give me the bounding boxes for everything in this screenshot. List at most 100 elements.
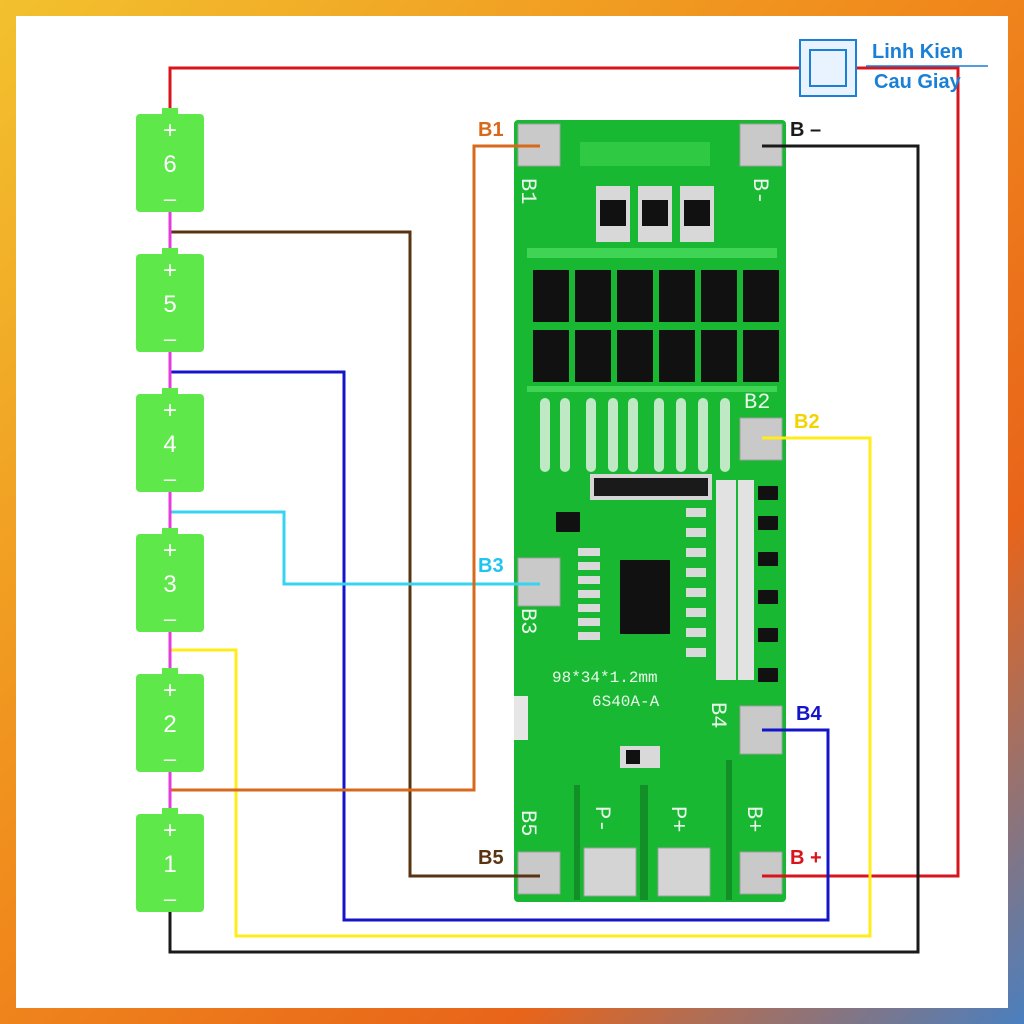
pad-p-plus bbox=[657, 847, 711, 897]
shunt-resistor-body bbox=[600, 200, 626, 226]
smd-capacitor bbox=[686, 508, 706, 517]
wire-orange-b1 bbox=[170, 144, 540, 792]
battery-minus-sign: – bbox=[164, 186, 177, 211]
protection-ic bbox=[620, 560, 670, 634]
mosfet bbox=[575, 270, 611, 322]
silk-b5: B5 bbox=[515, 810, 540, 836]
battery-cell-number: 1 bbox=[163, 851, 176, 878]
silk-b1: B1 bbox=[515, 178, 540, 204]
mosfet bbox=[701, 270, 737, 322]
label-b3: B3 bbox=[478, 555, 504, 577]
mosfet-small bbox=[758, 590, 778, 604]
pcb-trace bbox=[527, 386, 777, 392]
resistor-column bbox=[738, 480, 754, 680]
mosfet bbox=[533, 330, 569, 382]
battery-plus-sign: + bbox=[163, 677, 177, 704]
battery-terminal-icon bbox=[162, 808, 178, 816]
battery-cell-number: 5 bbox=[163, 291, 176, 318]
mosfet bbox=[659, 330, 695, 382]
smd-resistor bbox=[578, 576, 600, 584]
pcb-model: 6S40A-A bbox=[592, 693, 660, 711]
battery-cell-3: +3 – bbox=[136, 528, 204, 632]
copper-strip bbox=[628, 398, 638, 472]
mosfet bbox=[617, 270, 653, 322]
mosfet bbox=[575, 330, 611, 382]
balance-connector-pins bbox=[594, 478, 708, 496]
pad-b3 bbox=[517, 557, 561, 607]
mosfet bbox=[659, 270, 695, 322]
smd-capacitor bbox=[686, 568, 706, 577]
logo-line2: Cau Giay bbox=[874, 71, 962, 93]
smd-resistor bbox=[578, 618, 600, 626]
battery-cell-number: 3 bbox=[163, 571, 176, 598]
smd-capacitor bbox=[686, 608, 706, 617]
pcb-slot bbox=[726, 760, 732, 900]
silk-b-plus: B+ bbox=[741, 806, 766, 832]
smd-resistor bbox=[578, 632, 600, 640]
shunt-resistor-body bbox=[642, 200, 668, 226]
resistor-column bbox=[716, 480, 736, 680]
battery-body bbox=[136, 674, 204, 772]
battery-cell-6: +6 – bbox=[136, 108, 204, 212]
label-b-plus: B + bbox=[790, 847, 822, 869]
battery-terminal-icon bbox=[162, 528, 178, 536]
battery-plus-sign: + bbox=[163, 537, 177, 564]
smd-resistor bbox=[578, 562, 600, 570]
battery-cell-4: +4– bbox=[136, 388, 204, 492]
smd-capacitor bbox=[686, 548, 706, 557]
silk-b3: B3 bbox=[515, 608, 540, 634]
battery-body bbox=[136, 114, 204, 212]
battery-body bbox=[136, 254, 204, 352]
pcb-slot bbox=[574, 785, 580, 900]
smd-resistor bbox=[578, 604, 600, 612]
label-b4: B4 bbox=[796, 703, 822, 725]
brand-logo: Linh Kien Cau Giay bbox=[799, 39, 988, 97]
smd-resistor bbox=[578, 590, 600, 598]
pad-b-plus bbox=[739, 851, 783, 895]
wire-cyan-b3 bbox=[170, 510, 540, 586]
mosfet bbox=[701, 330, 737, 382]
smd-capacitor bbox=[686, 628, 706, 637]
battery-plus-sign: + bbox=[163, 397, 177, 424]
battery-cell-number: 6 bbox=[163, 151, 176, 178]
chip-logo-core bbox=[809, 49, 847, 87]
battery-terminal-icon bbox=[162, 248, 178, 256]
battery-cell-number: 2 bbox=[163, 711, 176, 738]
battery-minus-sign: – bbox=[164, 746, 177, 771]
mosfet-small bbox=[758, 628, 778, 642]
battery-plus-sign: + bbox=[163, 117, 177, 144]
copper-strip bbox=[654, 398, 664, 472]
wire-yellow-b2 bbox=[170, 436, 872, 938]
pcb-dimensions: 98*34*1.2mm bbox=[552, 669, 658, 687]
pcb-slot bbox=[640, 785, 648, 900]
battery-plus-sign: + bbox=[163, 257, 177, 284]
battery-minus-sign: – bbox=[164, 886, 177, 911]
label-b5: B5 bbox=[478, 847, 504, 869]
copper-strip bbox=[608, 398, 618, 472]
transistor bbox=[556, 512, 580, 532]
mosfet-array bbox=[533, 270, 779, 382]
wire-black-b-minus bbox=[168, 144, 920, 954]
mosfet-small bbox=[758, 552, 778, 566]
battery-minus-sign: – bbox=[164, 606, 177, 631]
header-pins bbox=[514, 696, 528, 740]
wire-brown-b5 bbox=[170, 230, 540, 878]
smd-capacitor bbox=[686, 648, 706, 657]
mosfet-small bbox=[758, 668, 778, 682]
silk-b2: B2 bbox=[744, 390, 770, 415]
smd-resistor bbox=[578, 548, 600, 556]
pad-b5 bbox=[517, 851, 561, 895]
diode-body bbox=[626, 750, 640, 764]
smd-left-column bbox=[578, 548, 600, 640]
pcb-copper-top bbox=[580, 142, 710, 166]
battery-body bbox=[136, 534, 204, 632]
label-b2: B2 bbox=[794, 411, 820, 433]
battery-minus-sign: – bbox=[164, 326, 177, 351]
copper-strip bbox=[676, 398, 686, 472]
silk-p-minus: P- bbox=[589, 806, 614, 832]
copper-strip bbox=[698, 398, 708, 472]
battery-body bbox=[136, 814, 204, 912]
smd-capacitor bbox=[686, 588, 706, 597]
label-b1: B1 bbox=[478, 119, 504, 141]
logo-line1: Linh Kien bbox=[872, 41, 963, 63]
